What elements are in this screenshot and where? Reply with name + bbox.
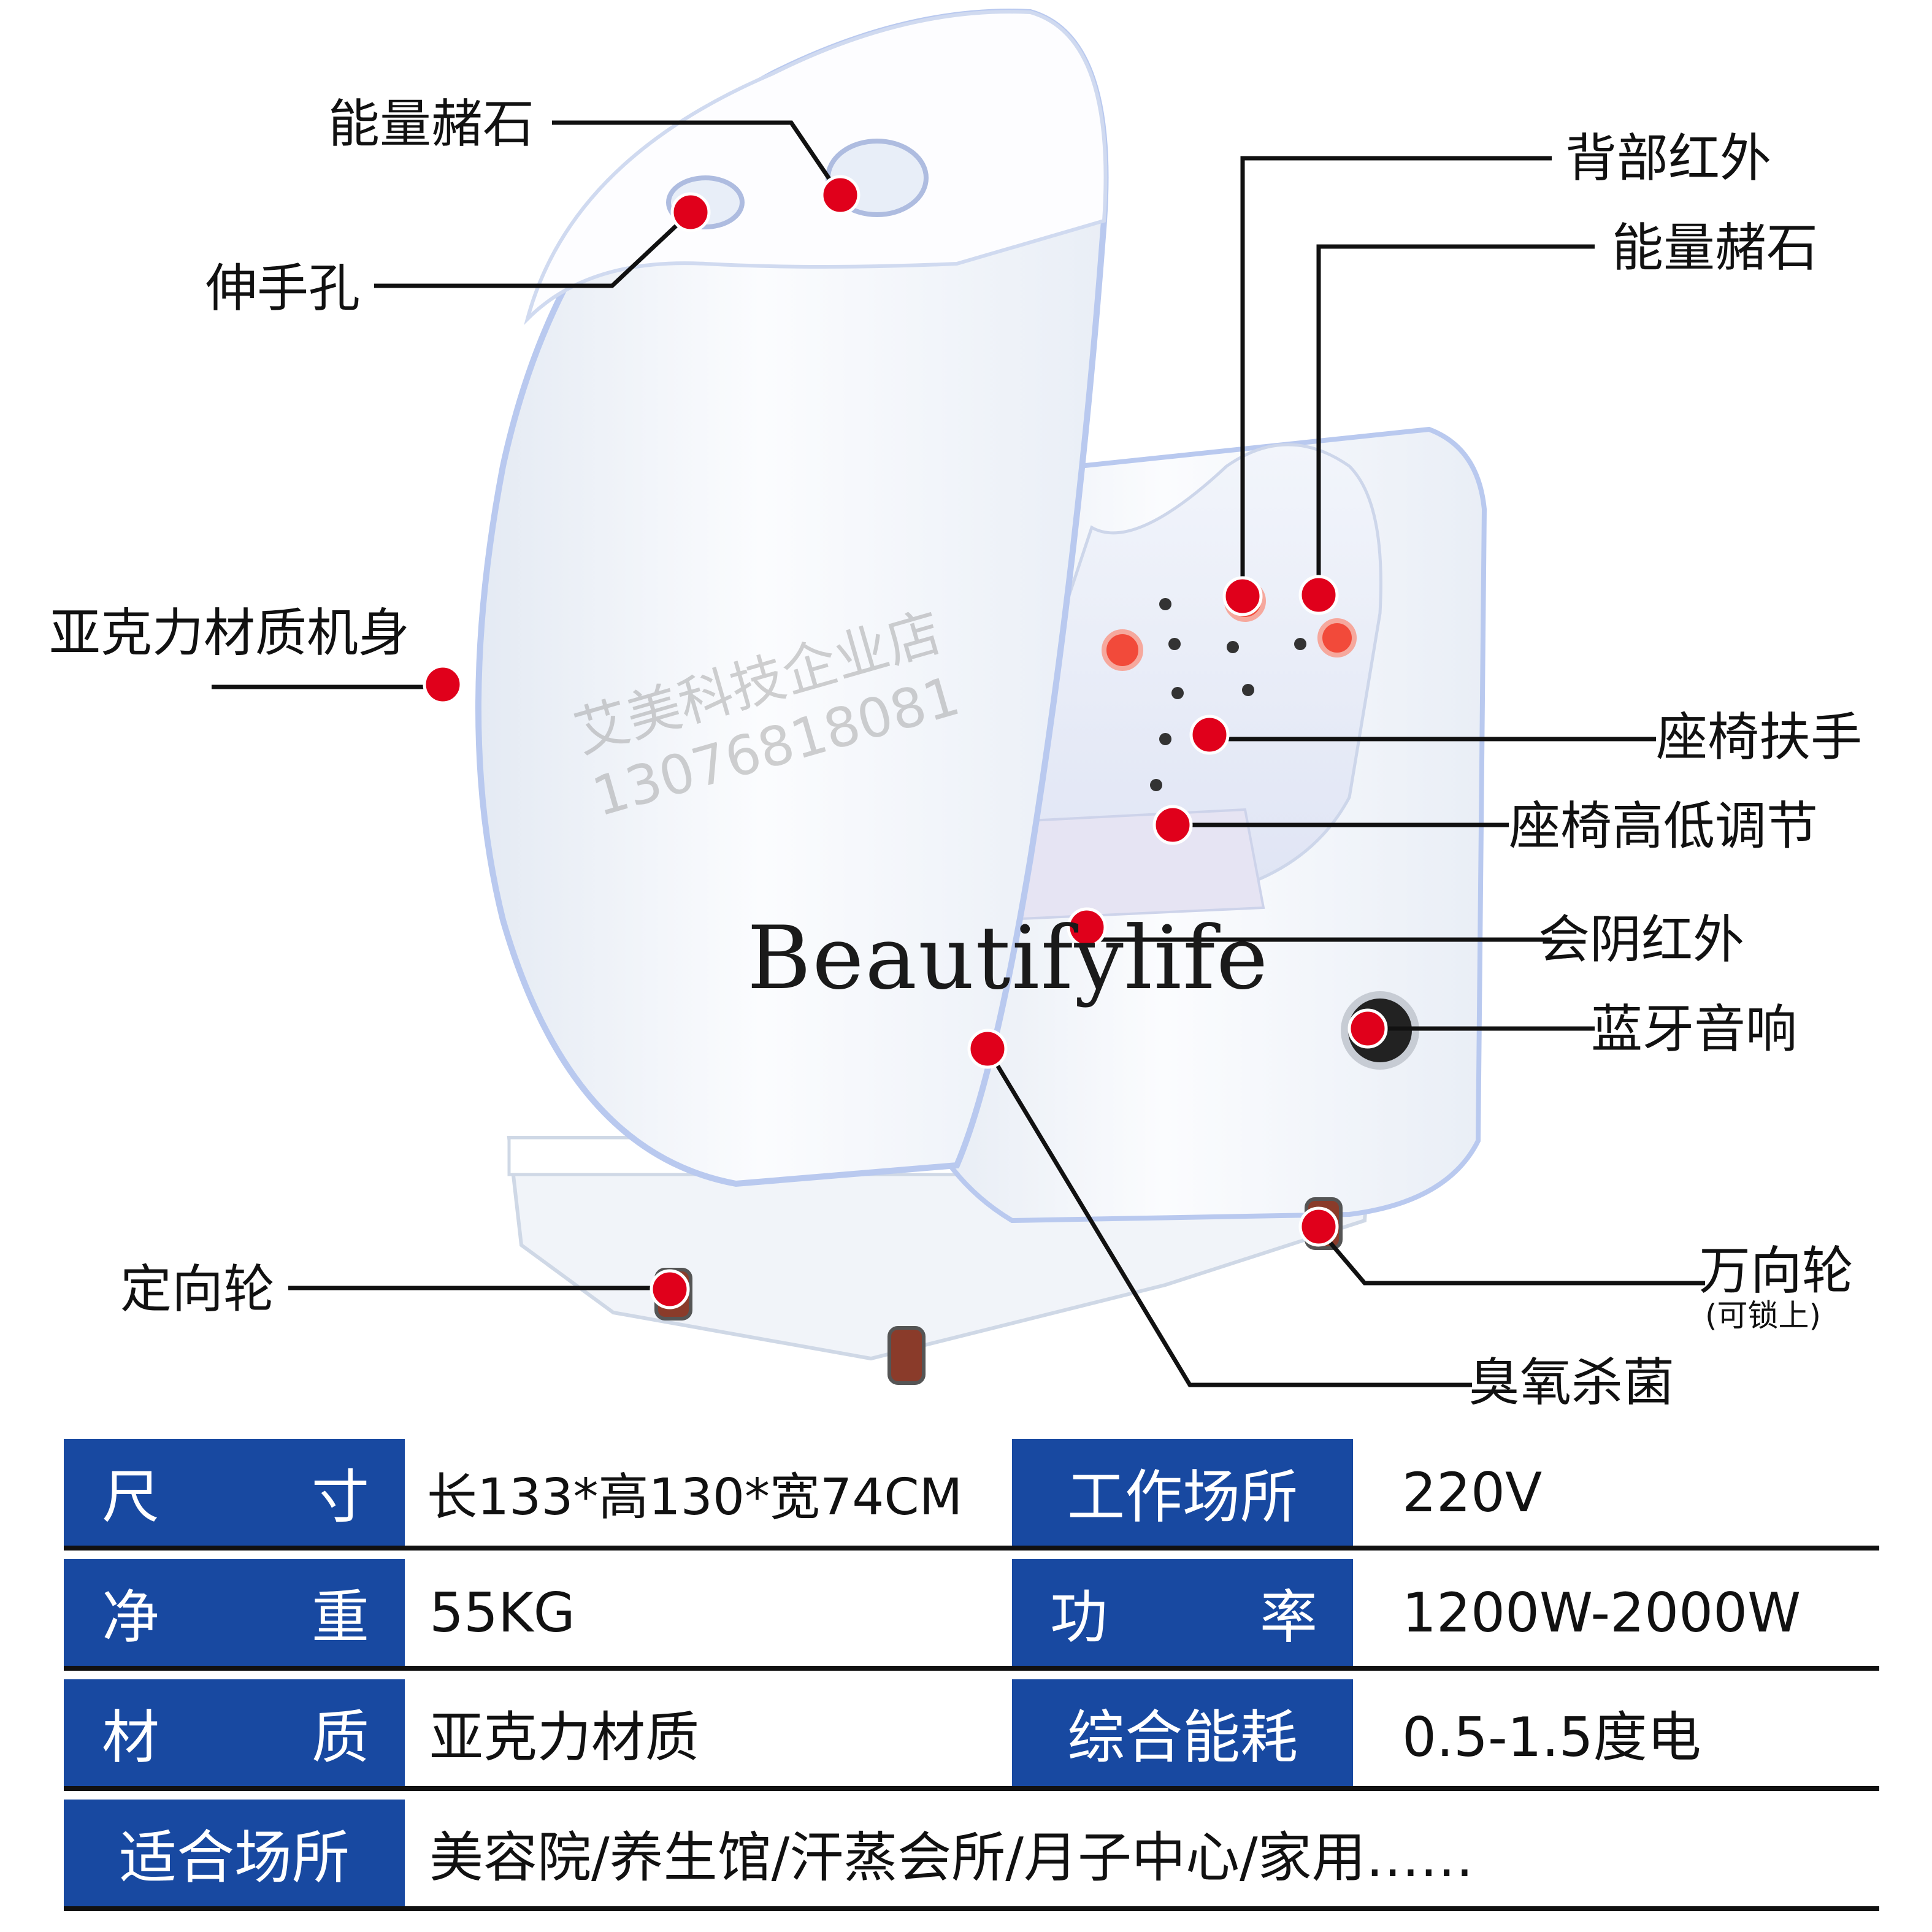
label-energy-stone-right: 能量赭石 [1612,218,1819,278]
spec-row-weight: 净 重 55KG 功 率 1200W-2000W [64,1559,1879,1671]
spec-label-size: 尺 寸 [64,1439,405,1546]
spec-value-suitable: 美容院/养生馆/汗蒸会所/月子中心/家用…… [405,1800,1879,1906]
spec-row-size: 尺 寸 长133*高130*宽74CM 工作场所 220V [64,1439,1879,1551]
vent-holes [1150,598,1306,791]
capsule-visor [524,10,1108,326]
spec-value-material: 亚克力材质 [405,1679,1012,1786]
label-energy-stone-top: 能量赭石 [328,94,535,154]
label-fixed-wheel: 定向轮 [120,1259,275,1319]
spec-row-suitable: 适合场所 美容院/养生馆/汗蒸会所/月子中心/家用…… [64,1800,1879,1911]
brand-logo-text: Beautifylife [747,908,1270,1009]
label-seat-armrest: 座椅扶手 [1656,707,1863,767]
label-back-infrared: 背部红外 [1565,128,1772,188]
spec-value-weight: 55KG [405,1559,1012,1666]
label-ozone-sterilization: 臭氧杀菌 [1468,1352,1675,1413]
callout-markers [423,175,1388,1309]
spec-table: 尺 寸 长133*高130*宽74CM 工作场所 220V 净 重 55KG 功… [64,1439,1879,1914]
spec-row-material: 材 质 亚克力材质 综合能耗 0.5-1.5度电 [64,1679,1879,1791]
label-bluetooth-speaker: 蓝牙音响 [1591,999,1798,1059]
spec-label-weight: 净 重 [64,1559,405,1666]
spec-value-power: 1200W-2000W [1353,1559,1879,1666]
spec-label-venue: 工作场所 [1012,1439,1353,1546]
leader-lines [212,120,1705,1387]
spec-value-consumption: 0.5-1.5度电 [1353,1679,1879,1786]
spec-label-power: 功 率 [1012,1559,1353,1666]
label-universal-wheel: 万向轮 [1699,1241,1854,1301]
label-perineal-infrared: 会阴红外 [1538,910,1745,970]
spec-value-size: 长133*高130*宽74CM [405,1439,1012,1546]
label-seat-height: 座椅高低调节 [1509,796,1819,856]
label-universal-wheel-note: (可锁上) [1705,1298,1822,1333]
spec-label-material: 材 质 [64,1679,405,1786]
spec-label-consumption: 综合能耗 [1012,1679,1353,1786]
spec-label-suitable: 适合场所 [64,1800,405,1906]
label-hand-hole: 伸手孔 [205,258,361,318]
spec-value-venue: 220V [1353,1439,1879,1546]
label-acrylic-body: 亚克力材质机身 [49,603,410,663]
